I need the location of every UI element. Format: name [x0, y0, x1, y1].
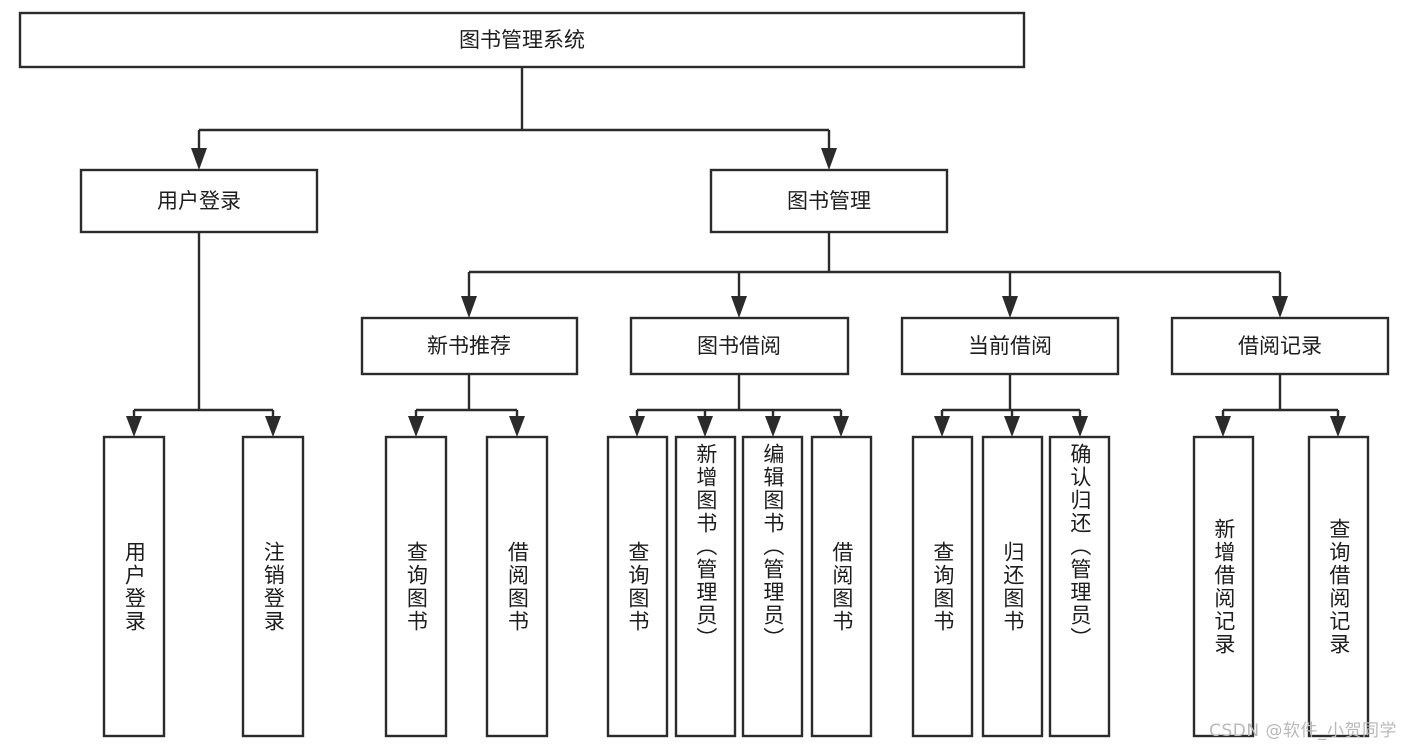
arrow-head-book-manage [821, 148, 837, 170]
arrow-head-leaf-user-login [126, 416, 142, 437]
leaf-query-book-2-box[interactable] [606, 435, 669, 738]
arrow-head-leaf-edit-book [765, 416, 781, 437]
arrow-head-leaf-confirm-return [1072, 416, 1088, 437]
connector-group-borrow-record [1215, 374, 1346, 437]
node-borrow-record[interactable]: 借阅记录 [1170, 316, 1390, 376]
arrow-head-new-book-recommend [461, 296, 477, 318]
arrow-head-leaf-query-book-3 [934, 416, 950, 437]
node-borrow-record-label: 借阅记录 [1238, 334, 1322, 358]
node-root-box[interactable] [18, 11, 1026, 69]
connector-group-book-manage [461, 232, 1288, 318]
connector-group-book-borrow [629, 374, 849, 437]
arrow-head-leaf-query-book-1 [408, 416, 424, 437]
node-new-book-recommend[interactable]: 新书推荐 [360, 316, 579, 376]
arrow-head-borrow-record [1272, 296, 1288, 318]
leaf-add-record-box[interactable] [1192, 435, 1255, 738]
leaf-boxes-group [102, 435, 1370, 738]
node-book-manage[interactable]: 图书管理 [709, 168, 949, 234]
node-book-borrow-box[interactable] [629, 316, 850, 376]
arrow-head-leaf-query-record [1330, 416, 1346, 437]
arrow-head-leaf-return-book [1004, 416, 1020, 437]
node-current-borrow[interactable]: 当前借阅 [900, 316, 1120, 376]
leaf-borrow-book-2-box[interactable] [810, 435, 873, 738]
leaf-query-book-1-box[interactable] [384, 435, 448, 738]
arrow-head-leaf-borrow-book-1 [509, 416, 525, 437]
node-book-manage-label: 图书管理 [787, 189, 871, 213]
arrow-head-leaf-logout [265, 416, 281, 437]
leaf-logout-box[interactable] [241, 435, 305, 738]
node-current-borrow-box[interactable] [900, 316, 1120, 376]
node-root-label: 图书管理系统 [459, 28, 585, 52]
node-book-manage-box[interactable] [709, 168, 949, 234]
node-user-login[interactable]: 用户登录 [79, 168, 319, 234]
connector-group-root [191, 67, 837, 170]
node-borrow-record-box[interactable] [1170, 316, 1390, 376]
leaf-borrow-book-1-box[interactable] [485, 435, 549, 738]
node-user-login-label: 用户登录 [157, 189, 241, 213]
node-new-book-recommend-label: 新书推荐 [427, 334, 511, 358]
leaf-query-book-3-box[interactable] [911, 435, 974, 738]
leaf-user-login-box[interactable] [102, 435, 166, 738]
leaf-query-record-box[interactable] [1307, 435, 1370, 738]
node-user-login-box[interactable] [79, 168, 319, 234]
node-new-book-recommend-box[interactable] [360, 316, 579, 376]
arrow-head-user-login [191, 148, 207, 170]
leaf-edit-book-box[interactable] [741, 435, 804, 738]
node-book-borrow[interactable]: 图书借阅 [629, 316, 850, 376]
arrow-head-leaf-borrow-book-2 [833, 416, 849, 437]
node-book-borrow-label: 图书借阅 [697, 334, 781, 358]
connector-group-user-login [126, 232, 281, 437]
connector-group-new-book-recommend [408, 374, 525, 437]
connector-group-current-borrow [934, 374, 1088, 437]
arrow-head-current-borrow [1002, 296, 1018, 318]
leaf-confirm-return-box[interactable] [1048, 435, 1111, 738]
arrow-head-leaf-add-book [697, 416, 713, 437]
leaf-add-book-box[interactable] [674, 435, 737, 738]
arrow-head-leaf-add-record [1215, 416, 1231, 437]
arrow-head-leaf-query-book-2 [629, 416, 645, 437]
leaf-return-book-box[interactable] [981, 435, 1044, 738]
arrow-head-book-borrow [731, 296, 747, 318]
node-root[interactable]: 图书管理系统 [18, 11, 1026, 69]
node-current-borrow-label: 当前借阅 [968, 334, 1052, 358]
